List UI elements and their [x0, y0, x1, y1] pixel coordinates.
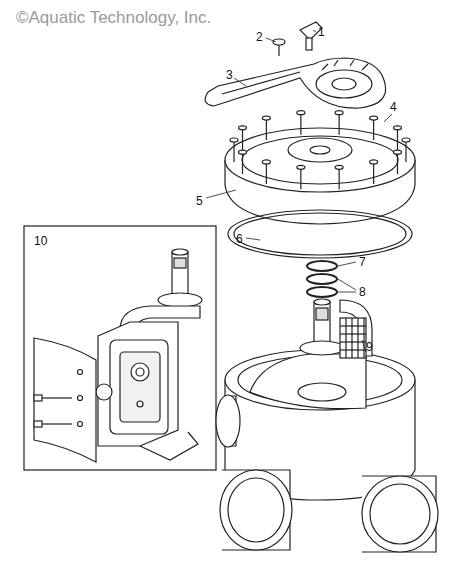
callout-number: 5 [196, 194, 203, 208]
callout-number: 2 [256, 30, 263, 44]
callout-number: 6 [236, 232, 243, 246]
callout-number: 9 [366, 340, 373, 354]
callout-number: 7 [359, 255, 366, 269]
callout-number: 10 [34, 234, 47, 248]
callout-number: 3 [226, 68, 233, 82]
callout-number: 1 [318, 25, 325, 39]
callout-number: 4 [390, 100, 397, 114]
watermark: ©Aquatic Technology, Inc. [16, 8, 211, 28]
callout-number: 8 [359, 285, 366, 299]
